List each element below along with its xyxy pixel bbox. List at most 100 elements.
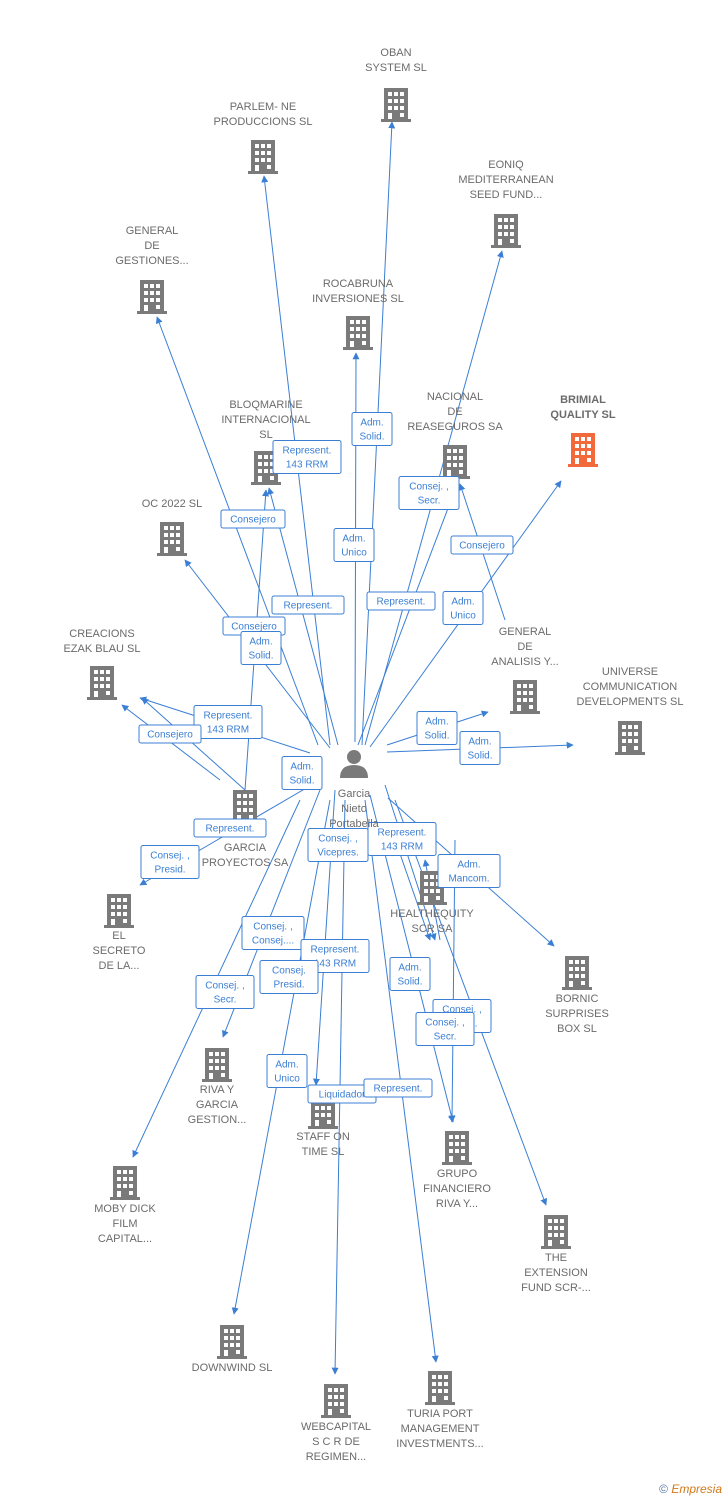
center-label: Nieto [341,803,367,815]
tag-label: Adm. [451,597,474,608]
tag-label: Consej. , [425,1018,464,1029]
tag-label: Unico [274,1074,300,1085]
tag-box [272,440,342,474]
relation-tag[interactable]: Consejero [138,724,202,744]
relation-tag[interactable]: Adm.Unico [266,1054,308,1088]
tag-label: Secr. [214,995,237,1006]
relation-tag[interactable]: Represent. [363,1078,433,1098]
node-label: GARCIA [196,1099,239,1111]
relation-tag[interactable]: Adm.Solid. [459,731,501,765]
node-label: THE [545,1252,567,1264]
relation-tag[interactable]: Represent. [193,818,267,838]
relation-tag[interactable]: Adm.Unico [442,591,484,625]
relation-tag[interactable]: Consej. ,Presid. [140,845,200,879]
relation-tag[interactable]: Represent.143 RRM [272,440,342,474]
node-label: GENERAL [499,626,552,638]
node-label: DOWNWIND SL [192,1362,273,1374]
node-label: CAPITAL... [98,1233,152,1245]
tag-label: 143 RRM [314,959,356,970]
building-icon [491,214,521,248]
node-label: FINANCIERO [423,1183,491,1195]
relation-tag[interactable]: Adm.Solid. [281,756,323,790]
tag-label: Adm. [290,762,313,773]
relation-tag[interactable]: Consej. ,Secr. [398,476,460,510]
relation-tag[interactable]: Consej. ,Secr. [415,1012,475,1046]
node-label: GARCIA [224,842,267,854]
tag-label: Adm. [468,737,491,748]
relation-tag[interactable]: Adm.Solid. [240,631,282,665]
relation-tag[interactable]: Consej.Presid. [259,960,319,994]
person-icon [347,750,361,764]
tag-box [220,509,286,529]
tag-label: Adm. [360,418,383,429]
node-label: RIVA Y [200,1084,235,1096]
tag-label: Solid. [359,432,384,443]
building-icon [440,445,470,479]
relation-tag[interactable]: Adm. Solid. [351,412,393,446]
relation-tag[interactable]: Adm.Solid. [389,957,431,991]
relation-tag[interactable]: Consejero [450,535,514,555]
tag-label: Consej. , [442,1005,481,1016]
node-label: PRODUCCIONS SL [213,116,312,128]
relation-tag[interactable]: Consej. ,Secr. [195,975,255,1009]
center-label: Garcia [338,788,371,800]
edge-general_gestiones [155,316,319,746]
relation-tag[interactable]: Represent.143 RRM [193,705,263,739]
node-label: BORNIC [556,993,599,1005]
relation-tag[interactable]: Adm.Solid. [416,711,458,745]
relation-tag[interactable]: Consejero [220,509,286,529]
tag-label: Consejero [147,730,193,741]
node-label: WEBCAPITAL [301,1421,371,1433]
building-icon [510,680,540,714]
building-icon [104,894,134,928]
tag-label: Represent. [374,1084,423,1095]
tag-label: 143 RRM [286,460,328,471]
node-general_gestiones[interactable]: GENERALDEGESTIONES... [115,225,189,314]
node-turia[interactable]: TURIA PORTMANAGEMENTINVESTMENTS... [396,1371,484,1450]
node-downwind[interactable]: DOWNWIND SL [192,1325,273,1374]
tag-label: Adm. [398,963,421,974]
node-riva_gestion[interactable]: RIVA YGARCIAGESTION... [188,1048,247,1126]
relation-tag[interactable]: Consej. ,Vicepres. [307,828,369,862]
node-label: EONIQ [488,159,524,171]
relation-tag[interactable]: Consej. ,Consej.... [241,916,305,950]
relation-tag[interactable]: Represent. [271,595,345,615]
node-label: TURIA PORT [407,1408,473,1420]
tag-label: Adm. [249,637,272,648]
building-icon [343,316,373,350]
node-label: DE [447,406,462,418]
node-label: ANALISIS Y... [491,656,558,668]
relation-tag[interactable]: Represent.143 RRM [367,822,437,856]
node-mobydick[interactable]: MOBY DICKFILMCAPITAL... [94,1166,156,1245]
tag-box [193,818,267,838]
node-label: MANAGEMENT [401,1423,480,1435]
tag-label: Consej. , [318,834,357,845]
node-label: MOBY DICK [94,1203,156,1215]
node-label: SECRETO [93,945,146,957]
relation-tag[interactable]: Adm.Mancom. [437,854,501,888]
node-oc2022[interactable]: OC 2022 SL [142,498,203,556]
node-label: SEED FUND... [470,189,543,201]
relation-tag[interactable]: Represent. [366,591,436,611]
relation-tag[interactable]: Adm.Unico [333,528,375,562]
